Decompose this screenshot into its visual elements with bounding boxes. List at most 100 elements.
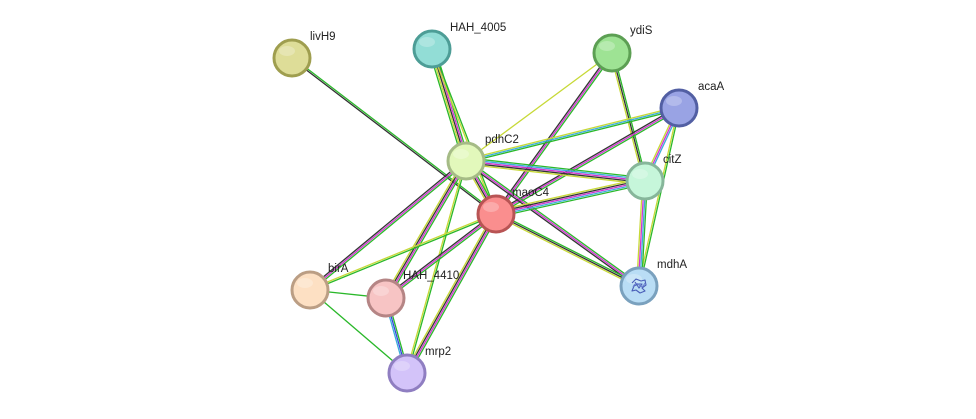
node-circle[interactable] — [290, 270, 330, 310]
node-label: citZ — [663, 154, 682, 166]
edge-evidence-strand — [494, 214, 639, 289]
node-circle[interactable] — [272, 38, 312, 78]
edge-evidence-strand — [384, 212, 496, 298]
node-HAH_4005[interactable]: HAH_4005 — [412, 22, 506, 69]
node-highlight — [373, 286, 389, 296]
edge-HAH_4005-maoC4 — [430, 48, 498, 215]
edge-evidence-strand — [432, 48, 498, 215]
edge-evidence-strand — [309, 160, 467, 291]
edge-evidence-strand — [405, 212, 496, 374]
edge-evidence-strand — [429, 48, 466, 163]
edge-evidence-strand — [496, 53, 614, 216]
edge-evidence-strand — [495, 213, 640, 287]
node-label: HAH_4410 — [403, 270, 459, 282]
node-highlight — [297, 278, 313, 288]
edge-evidence-strand — [496, 108, 681, 217]
edge-evidence-strand — [494, 177, 645, 212]
node-label: ydiS — [630, 25, 653, 37]
edge-evidence-strand — [466, 159, 641, 286]
node-label: mdhA — [657, 259, 687, 271]
edge-ydiS-maoC4 — [494, 51, 614, 216]
edge-evidence-strand — [428, 49, 464, 163]
node-livH9[interactable]: livH9 — [272, 31, 336, 78]
node-label: pdhC2 — [485, 134, 519, 146]
edge-evidence-strand — [495, 178, 646, 214]
edge-evidence-strand — [464, 161, 639, 288]
edge-evidence-strand — [408, 214, 499, 375]
edge-evidence-strand — [291, 56, 498, 215]
node-circle[interactable] — [366, 278, 406, 318]
edge-evidence-strand — [432, 47, 469, 162]
edge-pdhC2-HAH_4410 — [383, 159, 469, 300]
edge-evidence-strand — [407, 213, 498, 375]
edge-maoC4-HAH_4410 — [384, 212, 498, 300]
edge-evidence-strand — [290, 57, 497, 216]
edge-evidence-strand — [495, 180, 646, 215]
edge-evidence-strand — [465, 160, 640, 287]
edge-evidence-strand — [383, 159, 465, 298]
edge-evidence-strand — [465, 52, 613, 162]
edge-evidence-strand — [637, 107, 679, 287]
edge-evidence-strand — [609, 52, 645, 183]
node-highlight — [666, 96, 682, 106]
node-mdhA[interactable]: mdhA — [619, 259, 687, 306]
node-circle[interactable] — [592, 33, 632, 73]
edge-evidence-strand — [639, 107, 681, 287]
edge-pdhC2-mdhA — [464, 159, 641, 288]
nodes-layer: livH9 HAH_4005 ydiS acaA pdhC2 citZ maoC4 birA H… — [272, 22, 725, 393]
edge-evidence-strand — [430, 48, 496, 215]
node-circle[interactable] — [446, 141, 486, 181]
node-acaA[interactable]: acaA — [659, 81, 725, 128]
node-highlight — [419, 37, 435, 47]
edge-evidence-strand — [308, 159, 466, 290]
node-HAH_4410[interactable]: HAH_4410 — [366, 270, 459, 318]
edge-evidence-strand — [494, 51, 612, 214]
edge-evidence-strand — [464, 163, 646, 185]
edge-ydiS-citZ — [609, 51, 648, 183]
node-circle[interactable] — [659, 88, 699, 128]
edge-pdhC2-mrp2 — [405, 160, 468, 374]
node-highlight — [599, 41, 615, 51]
edge-evidence-strand — [465, 158, 646, 181]
edge-evidence-strand — [386, 160, 468, 300]
edge-maoC4-mrp2 — [404, 212, 499, 375]
edge-evidence-strand — [465, 157, 647, 179]
node-circle[interactable] — [625, 161, 665, 201]
node-ydiS[interactable]: ydiS — [592, 25, 653, 73]
node-circle[interactable] — [412, 29, 452, 69]
node-pdhC2[interactable]: pdhC2 — [446, 134, 519, 181]
node-mrp2[interactable]: mrp2 — [387, 346, 451, 393]
node-highlight — [453, 149, 469, 159]
edge-evidence-strand — [464, 105, 680, 161]
edge-evidence-strand — [496, 211, 641, 286]
edge-maoC4-birA — [309, 212, 497, 292]
node-maoC4[interactable]: maoC4 — [476, 187, 550, 234]
node-highlight — [632, 169, 648, 179]
edge-pdhC2-birA — [308, 159, 468, 292]
protein-structure-icon — [631, 278, 647, 294]
node-label: mrp2 — [425, 346, 451, 358]
node-circle[interactable] — [387, 353, 427, 393]
node-label: maoC4 — [512, 187, 550, 199]
edge-acaA-maoC4 — [494, 105, 681, 217]
node-circle[interactable] — [619, 266, 659, 306]
node-citZ[interactable]: citZ — [625, 154, 682, 201]
node-circle[interactable] — [476, 194, 516, 234]
node-label: livH9 — [310, 31, 336, 43]
edge-evidence-strand — [431, 48, 467, 162]
edge-birA-mrp2 — [309, 289, 408, 374]
node-label: acaA — [698, 81, 725, 93]
node-birA[interactable]: birA — [290, 263, 349, 310]
edge-pdhC2-citZ — [464, 157, 647, 185]
edge-evidence-strand — [385, 213, 497, 299]
edge-evidence-strand — [386, 214, 498, 300]
edge-evidence-strand — [496, 183, 647, 218]
edge-evidence-strand — [495, 181, 646, 217]
edge-citZ-maoC4 — [494, 177, 647, 218]
edge-evidence-strand — [465, 107, 680, 162]
node-highlight — [483, 202, 499, 212]
edge-livH9-maoC4 — [290, 56, 498, 216]
edge-evidence-strand — [407, 160, 468, 374]
node-label: HAH_4005 — [450, 22, 506, 34]
node-highlight — [394, 361, 410, 371]
